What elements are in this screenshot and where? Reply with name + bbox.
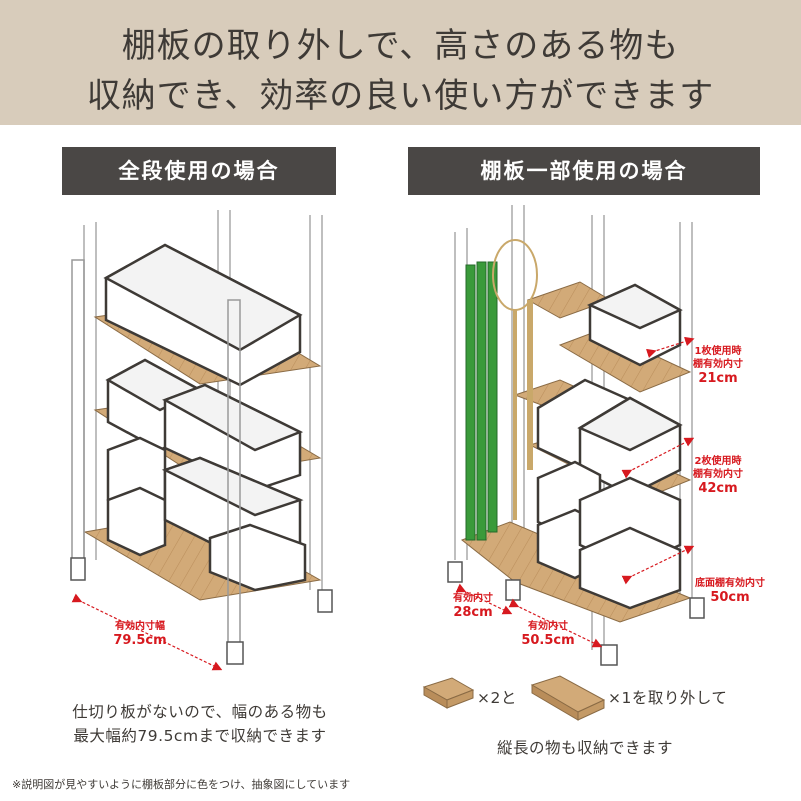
annotation-two-shelves: 2枚使用時 棚有効内寸 42cm [683,455,753,497]
ann3-line1: 底面棚有効内寸 [695,578,765,589]
shelf-illustrations [70,205,705,721]
green-sticks-icon [465,261,498,541]
shelf-board-small-icon [422,677,475,709]
ann1-line2: 棚有効内寸 [693,359,743,370]
ann1-line1: 1枚使用時 [694,346,742,357]
header-line-1: 棚板の取り外しで、高さのある物も [121,26,680,66]
left-caption-line1: 仕切り板がないので、幅のある物も [72,703,328,721]
annotation-bottom-shelf: 底面棚有効内寸 50cm [680,577,780,606]
left-width-arrow [71,593,223,671]
left-width-value: 79.5cm [113,633,167,648]
ann2-line2: 棚有効内寸 [693,469,743,480]
ann5-line1: 有効内寸 [528,621,568,632]
footnote: ※説明図が見やすいように棚板部分に色をつけ、抽象図にしています [12,778,351,791]
annotation-50-5cm: 有効内寸 50.5cm [515,620,581,649]
shelf-board-large-icon [530,675,606,721]
left-boxes [103,243,307,592]
removal-x1-text: ×1を取り外して [608,689,728,707]
header-line-2: 収納でき、効率の良い使い方ができます [86,76,715,116]
ann4-line1: 有効内寸 [453,593,493,604]
ann1-value: 21cm [698,371,738,386]
annotation-one-shelf: 1枚使用時 棚有効内寸 21cm [683,345,753,387]
right-panel-title: 棚板一部使用の場合 [408,147,760,195]
ann3-value: 50cm [710,590,750,605]
header-banner: 棚板の取り外しで、高さのある物も 収納でき、効率の良い使い方ができます [0,0,801,125]
right-caption: 縦長の物も収納できます [496,739,673,757]
ann4-value: 28cm [453,605,493,620]
ann2-line1: 2枚使用時 [694,456,742,467]
ann5-value: 50.5cm [521,633,575,648]
left-caption-line2: 最大幅約79.5cmまで収納できます [73,727,327,745]
right-shelf-top-b [558,329,692,393]
right-boxes [536,283,683,610]
annotation-28cm: 有効内寸 28cm [440,592,506,621]
net-icon [492,239,538,520]
removal-x2-text: ×2と [477,689,517,707]
left-width-annotation: 有効内寸幅 79.5cm [105,620,175,649]
left-width-label: 有効内寸幅 [115,621,165,632]
left-panel-title: 全段使用の場合 [62,147,336,195]
ann2-value: 42cm [698,481,738,496]
